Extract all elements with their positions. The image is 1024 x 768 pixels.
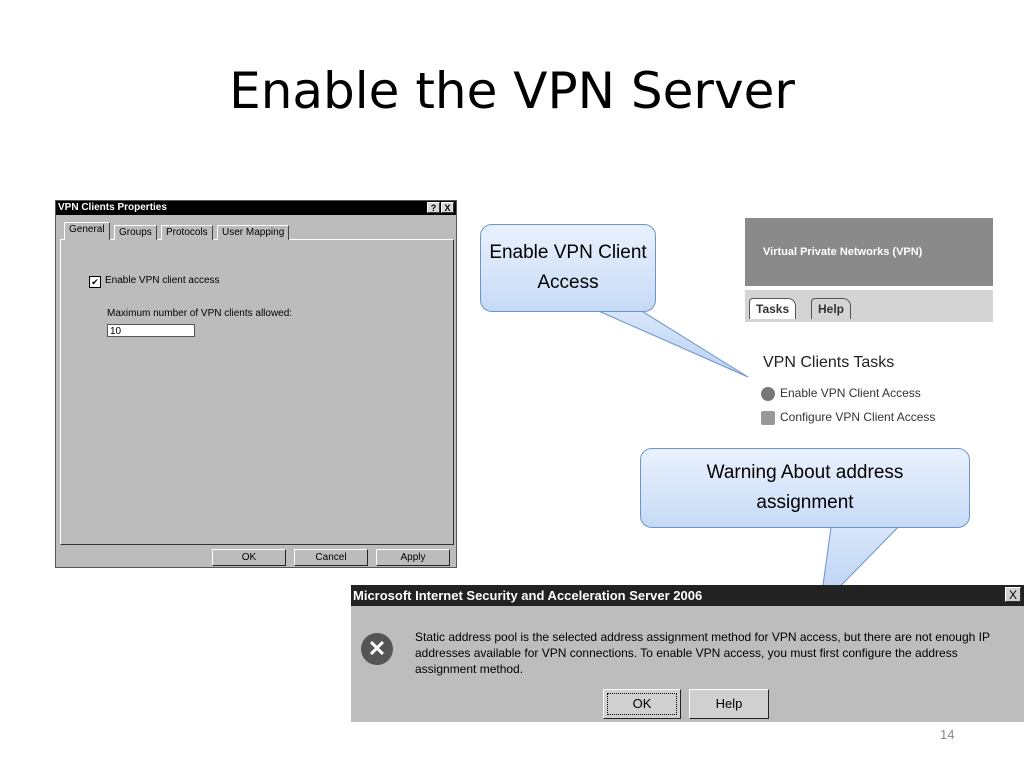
enable-callout: Enable VPN Client Access (480, 224, 656, 312)
max-clients-label: Maximum number of VPN clients allowed: (107, 308, 293, 319)
tab-user-mapping[interactable]: User Mapping (217, 225, 290, 240)
task-pane-tabstrip: Tasks Help (745, 290, 993, 322)
enable-callout-text: Enable VPN Client Access (489, 242, 647, 293)
slide-number: 14 (940, 727, 955, 742)
tab-protocols[interactable]: Protocols (161, 225, 213, 240)
close-button[interactable]: X (441, 202, 454, 213)
enable-vpn-checkbox-label[interactable]: Enable VPN client access (105, 275, 220, 286)
ok-button[interactable]: OK (212, 549, 286, 566)
isa-warning-dialog: Microsoft Internet Security and Accelera… (351, 585, 1024, 722)
vpn-clients-properties-dialog: VPN Clients Properties ? X ✔ Enable VPN … (55, 200, 457, 568)
apply-button[interactable]: Apply (376, 549, 450, 566)
warning-callout: Warning About address assignment (640, 448, 970, 528)
tab-help[interactable]: Help (811, 298, 852, 319)
warning-titlebar: Microsoft Internet Security and Accelera… (351, 585, 1024, 606)
warning-close-button[interactable]: X (1005, 587, 1021, 602)
enable-vpn-client-access-link[interactable]: Enable VPN Client Access (761, 386, 921, 401)
cancel-button[interactable]: Cancel (294, 549, 368, 566)
vpn-task-pane: Virtual Private Networks (VPN) Tasks Hel… (745, 218, 993, 448)
warning-callout-text: Warning About address assignment (706, 462, 904, 513)
enable-icon (761, 386, 775, 401)
error-icon: ✕ (361, 633, 393, 665)
dialog-titlebar: VPN Clients Properties (56, 201, 456, 215)
tab-general[interactable]: General (64, 222, 110, 240)
help-button[interactable]: ? (427, 202, 440, 213)
dialog-title: VPN Clients Properties (58, 202, 167, 213)
enable-vpn-checkbox[interactable]: ✔ (89, 276, 101, 288)
tab-tasks[interactable]: Tasks (749, 298, 797, 319)
configure-icon (761, 410, 775, 425)
task-pane-header: Virtual Private Networks (VPN) (745, 218, 993, 286)
task-pane-heading: VPN Clients Tasks (763, 354, 895, 371)
warning-ok-button[interactable]: OK (603, 689, 681, 719)
general-tab-panel: ✔ Enable VPN client access Maximum numbe… (60, 239, 454, 545)
max-clients-input[interactable]: 10 (107, 324, 195, 337)
task-label: Configure VPN Client Access (780, 410, 936, 424)
enable-callout-tail (584, 304, 749, 378)
task-label: Enable VPN Client Access (780, 386, 921, 400)
warning-message: Static address pool is the selected addr… (415, 630, 990, 676)
configure-vpn-client-access-link[interactable]: Configure VPN Client Access (761, 410, 951, 425)
tab-groups[interactable]: Groups (114, 225, 157, 240)
warning-help-button[interactable]: Help (689, 689, 769, 719)
slide-title: Enable the VPN Server (229, 62, 795, 120)
